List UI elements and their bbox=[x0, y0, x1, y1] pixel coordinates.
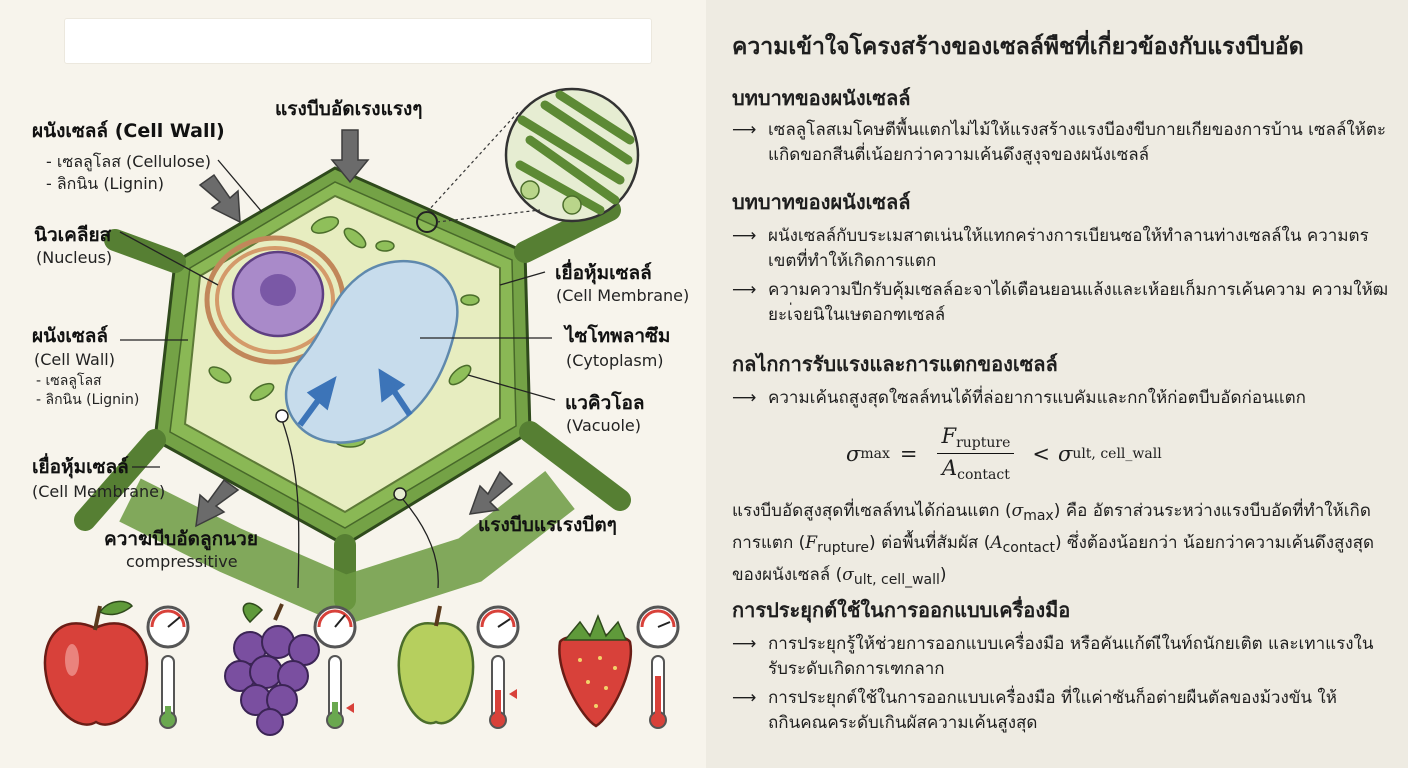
pressure-gauge-1 bbox=[146, 605, 190, 649]
section-2-heading: บทบาทของผนังเซลล์ bbox=[732, 190, 911, 214]
arrow-icon: ⟶ bbox=[732, 280, 757, 300]
turgor-arrows bbox=[297, 368, 413, 427]
neighbor-wall bbox=[74, 199, 631, 611]
page-title: ความเข้าใจโครงสร้างของเซลล์พืชที่เกี่ยวข… bbox=[732, 34, 1304, 60]
cell-wall-2-label-en: (Cell Wall) bbox=[34, 350, 115, 369]
nucleus-label-en: (Nucleus) bbox=[36, 248, 113, 267]
fruit-strawberry bbox=[558, 613, 633, 728]
diagram-panel: แรงบีบอัดเรงแรงๆ ผนังเซลล์ (Cell Wall) -… bbox=[32, 18, 690, 736]
section-4-bullet-1: ⟶ การประยุกรู้ให้ช่วยการออกแบบเครื่องมือ… bbox=[732, 634, 1374, 679]
fruit-grapes bbox=[224, 602, 320, 736]
lignin-label-1: - ลิกนิน (Lignin) bbox=[46, 174, 165, 193]
cell-wall-2-label-th: ผนังเซลล์ bbox=[32, 325, 109, 347]
membrane-left-label-th: เยื่อหุ้มเซลล์ bbox=[32, 456, 129, 478]
nucleus-label-th: นิวเคลียส bbox=[34, 224, 112, 246]
cell-wall-label: ผนังเซลล์ (Cell Wall) bbox=[32, 120, 225, 142]
thermometer-1 bbox=[159, 655, 177, 729]
arrow-icon: ⟶ bbox=[732, 688, 757, 708]
arrow-icon: ⟶ bbox=[732, 226, 757, 246]
thermometer-3 bbox=[489, 655, 517, 729]
text-panel: ความเข้าใจโครงสร้างของเซลล์พืชที่เกี่ยวข… bbox=[706, 0, 1408, 768]
top-force-label: แรงบีบอัดเรงแรงๆ bbox=[275, 98, 423, 120]
cytoplasm-label-en: (Cytoplasm) bbox=[566, 351, 664, 370]
formula-fraction: Frupture Acontact bbox=[937, 424, 1015, 483]
membrane-right-label-en: (Cell Membrane) bbox=[556, 286, 690, 305]
section-4-bullet-2: ⟶ การประยุกต์ใช้ในการออกแบบเครื่องมือ ที… bbox=[732, 688, 1337, 733]
vacuole-label-en: (Vacuole) bbox=[566, 416, 642, 435]
cytoplasm-label-th: ไซโทพลาซึม bbox=[565, 325, 671, 347]
section-3-heading: กลไกการรับแรงและการแตกของเซลล์ bbox=[732, 352, 1058, 376]
membrane-right-label-th: เยื่อหุ้มเซลล์ bbox=[555, 262, 652, 284]
nucleolus-shape bbox=[260, 274, 296, 306]
compression-label-en: compressitive bbox=[126, 552, 238, 571]
cellulose-label-2: - เซลลูโลส bbox=[36, 373, 102, 389]
section-2-bullet-2: ⟶ ความความปีกรับคุ้มเซลล์อะจาได้เตือนยอน… bbox=[732, 280, 1389, 325]
fruit-green-apple bbox=[397, 605, 475, 725]
compression-label-th: ควาฆบีบอัดลูกนวย bbox=[104, 528, 258, 550]
section-1-heading: บทบาทของผนังเซลล์ bbox=[732, 86, 911, 110]
pressure-gauge-2 bbox=[313, 605, 357, 649]
compression-arrows bbox=[195, 129, 514, 528]
section-4-heading: การประยุกต์ใช้ในการออกแบบเครื่องมือ bbox=[732, 598, 1071, 622]
section-2-bullet-1: ⟶ ผนังเซลล์กับบระเมสาตเน่นให้แทกคร่างการ… bbox=[732, 226, 1369, 271]
arrow-icon: ⟶ bbox=[732, 634, 757, 654]
plant-cell-diagram bbox=[43, 87, 680, 736]
lignin-label-2: - ลิกนิน (Lignin) bbox=[36, 392, 140, 408]
cellulose-fibers bbox=[515, 90, 635, 215]
thermometer-4 bbox=[649, 655, 667, 729]
pressure-gauge-4 bbox=[636, 605, 680, 649]
section-3-bullet-1: ⟶ ความเค้นถสูงสุดใซลล์ทนได้ที่ล่อยาการแบ… bbox=[732, 386, 1392, 411]
pressure-gauge-3 bbox=[476, 605, 520, 649]
membrane-left-label-en: (Cell Membrane) bbox=[32, 482, 166, 501]
arrow-icon: ⟶ bbox=[732, 388, 757, 408]
thermometer-2 bbox=[326, 655, 354, 729]
blank-title-box bbox=[64, 18, 652, 64]
lower-wall-band bbox=[119, 471, 575, 626]
formula-explanation: แรงบีบอัดสูงสุดที่เซลล์ทนได้ก่อนแตก (σma… bbox=[732, 501, 1375, 588]
vacuole-label-th: แวคิวโอล bbox=[565, 392, 645, 414]
cellulose-label-1: - เซลลูโลส (Cellulose) bbox=[46, 152, 211, 171]
label-pointers bbox=[119, 159, 556, 589]
arrow-icon: ⟶ bbox=[732, 120, 757, 140]
fruit-apple bbox=[43, 600, 149, 726]
bottom-force-label: แรงบีบแรเรงบีตๆ bbox=[478, 514, 617, 536]
section-1-bullet-1: ⟶ เซลลูโลสเมโคษตีพื้นแตกไม่ไม้ให้แรงสร้า… bbox=[732, 120, 1387, 165]
